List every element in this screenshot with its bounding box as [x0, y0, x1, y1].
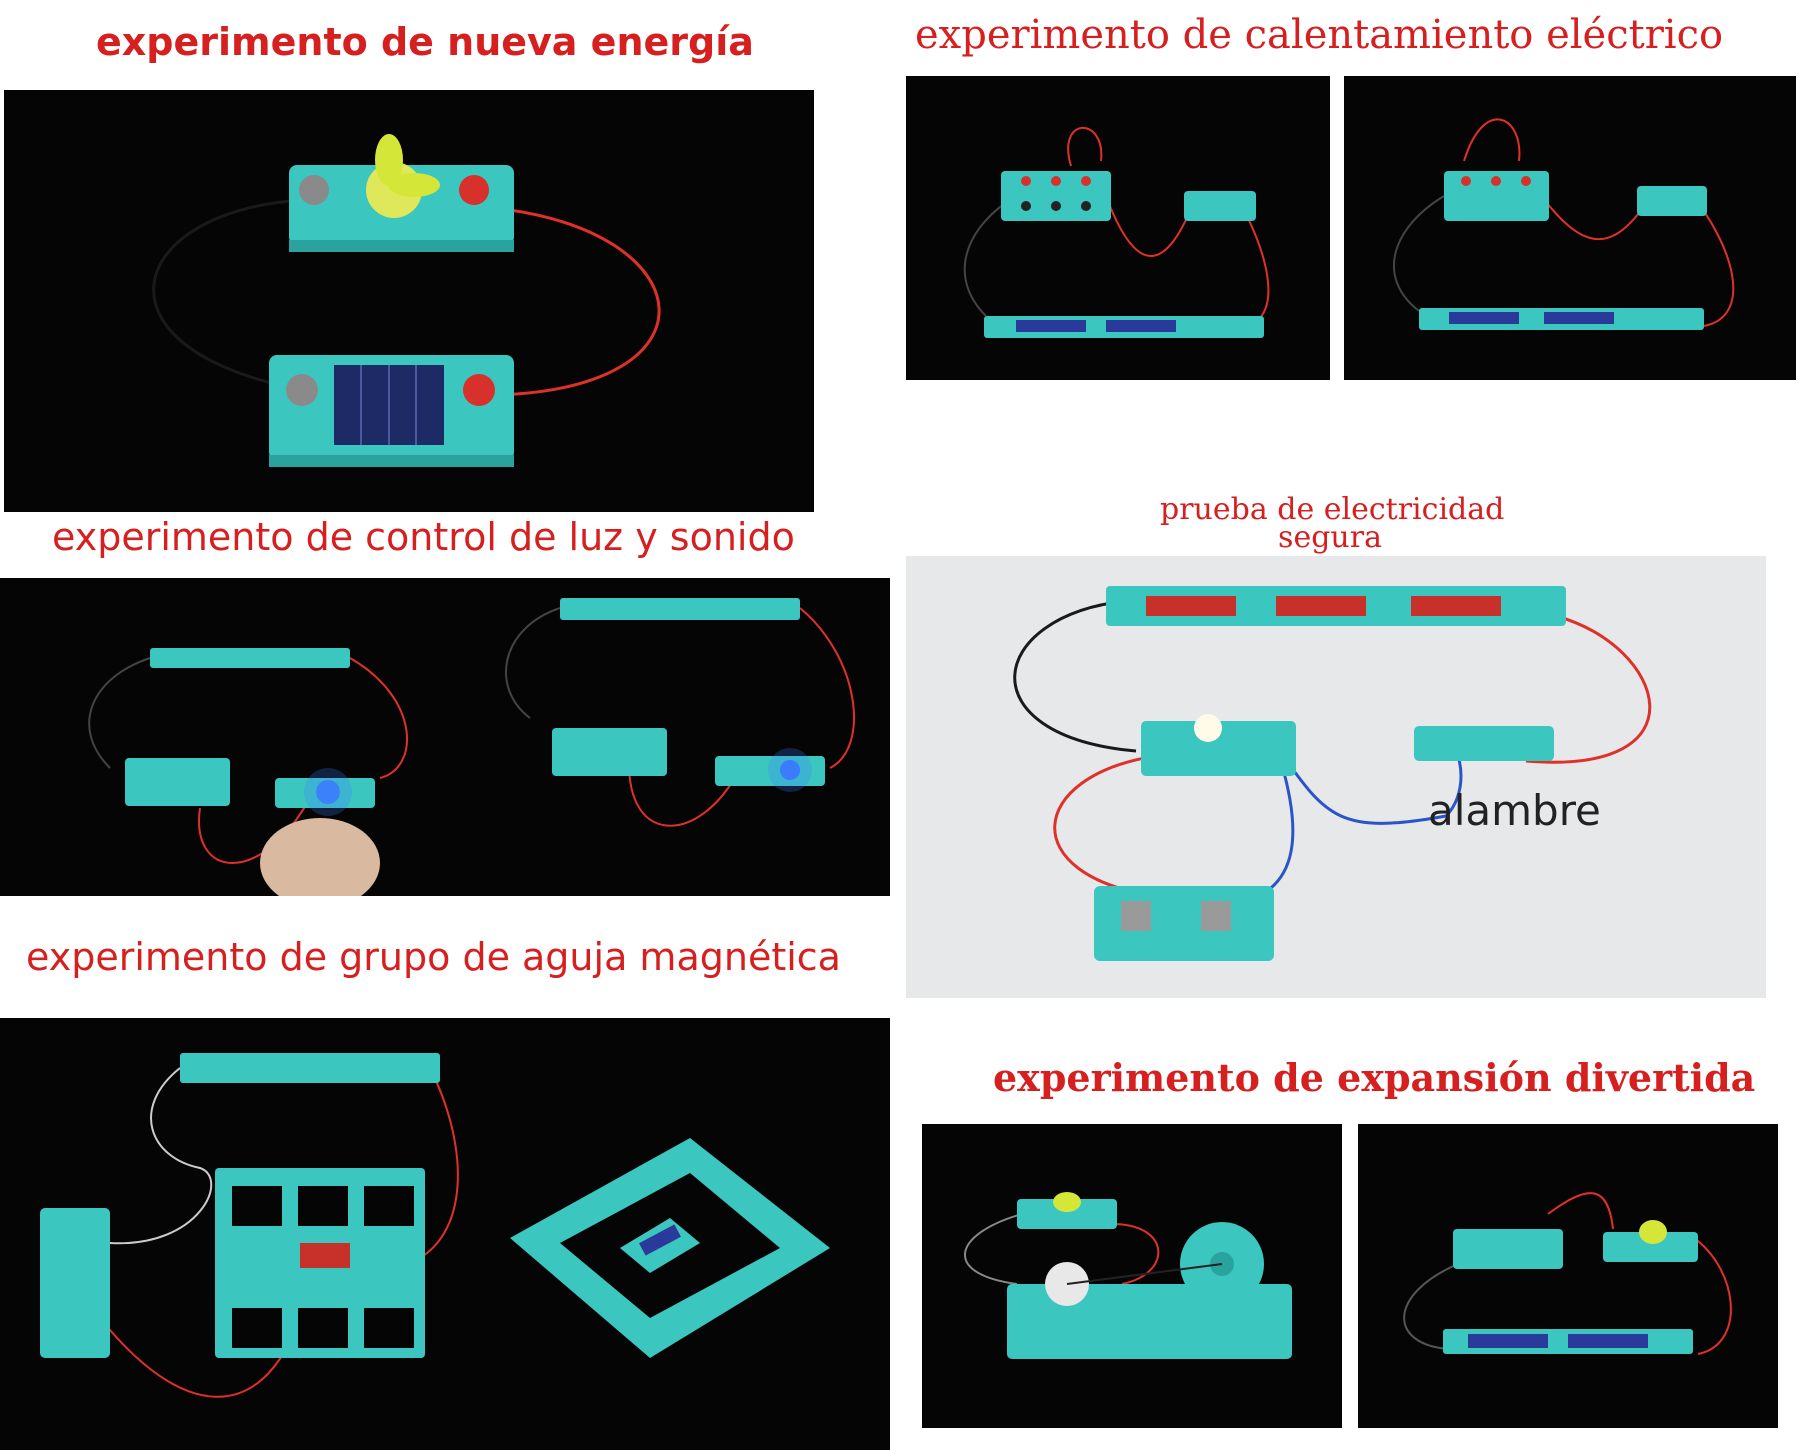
caption-electric-heating: experimento de calentamiento eléctrico: [915, 12, 1724, 58]
photo-fun-expansion-2-drawing: [1403, 1192, 1732, 1355]
photo-electric-heating-2: [1344, 76, 1796, 380]
photo-magnetic-needle-drawing: [40, 1053, 830, 1398]
photo-fun-expansion-2: [1358, 1124, 1778, 1428]
wire-label: alambre: [1428, 786, 1601, 835]
caption-new-energy: experimento de nueva energía: [96, 20, 754, 64]
photo-fun-expansion-1-drawing: [964, 1192, 1292, 1359]
photo-electric-heating-2-drawing: [1393, 118, 1735, 330]
photo-electric-heating-1: [906, 76, 1330, 380]
photo-new-energy: [4, 90, 814, 512]
photo-safe-electricity: alambre: [906, 556, 1766, 998]
caption-safe-electricity-line1: prueba de electricidad: [1160, 492, 1505, 527]
photo-magnetic-needle: [0, 1018, 890, 1450]
photo-safe-electricity-drawing: [1013, 586, 1652, 961]
caption-light-sound: experimento de control de luz y sonido: [52, 515, 795, 559]
caption-safe-electricity: prueba de electricidad segura: [1160, 492, 1505, 555]
photo-electric-heating-1-drawing: [963, 126, 1270, 338]
photo-fun-expansion-1: [922, 1124, 1342, 1428]
caption-fun-expansion: experimento de expansión divertida: [993, 1055, 1756, 1100]
photo-light-sound-drawing: [88, 598, 855, 896]
photo-new-energy-drawing: [152, 134, 661, 467]
caption-safe-electricity-line2: segura: [1278, 520, 1382, 555]
photo-light-sound: [0, 578, 890, 896]
caption-magnetic-needle: experimento de grupo de aguja magnética: [26, 935, 841, 979]
